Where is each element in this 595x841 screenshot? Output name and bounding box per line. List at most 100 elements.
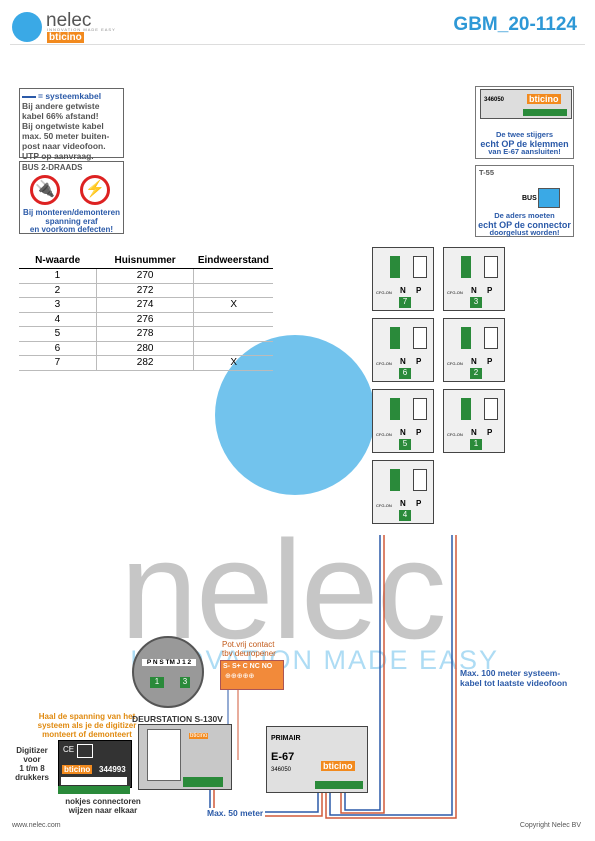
n-label: N: [400, 286, 406, 295]
digitizer-warning-line: monteert of demonteert: [42, 730, 132, 739]
digitizer-terminals: [61, 777, 127, 785]
terminal-zoom-circle: P N S TM J 1 2 1 3: [132, 636, 204, 708]
cfg-label: CFG-ON: [376, 290, 392, 295]
note-line: max. 50 meter buiten-: [22, 131, 110, 141]
p-label: P: [416, 428, 422, 437]
in-out-icon: [77, 744, 93, 758]
max-50-label: Max. 50 meter: [205, 808, 266, 818]
n-value: 3: [470, 297, 482, 308]
relay-title-1: Pot.vrij contact: [222, 640, 275, 649]
riser-cable-red: [325, 535, 457, 819]
phone-handset: [484, 256, 498, 278]
door-station-brand: bticino: [189, 733, 209, 739]
phone-connector: [390, 469, 400, 491]
digitizer-label: Digitizer voor 1 t/m 8 drukkers: [8, 746, 56, 782]
table-cell: 1: [19, 268, 97, 284]
phone-handset: [413, 469, 427, 491]
note-line: UTP op aanvraag.: [22, 151, 94, 161]
phone-handset: [413, 398, 427, 420]
power-note-line: echt OP de klemmen: [480, 138, 569, 149]
table-cell: [193, 326, 273, 342]
e67-power-supply: PRIMAIR E-67 bticino 346050: [266, 726, 368, 793]
nokjes-line: wijzen naar elkaar: [68, 806, 138, 815]
bus-warning-line: en voorkom defecten!: [29, 225, 114, 234]
bus-warning-line: Bij monteren/demonteren: [23, 208, 120, 217]
relay-terminals: S- S+ C NC NO: [223, 663, 273, 670]
riser-cable-blue: [329, 535, 453, 816]
e67-brand: bticino: [321, 761, 355, 771]
dip-switch-2: 3: [180, 677, 190, 688]
cfg-label: CFG-ON: [447, 361, 463, 366]
p-label: P: [487, 428, 493, 437]
n-label: N: [471, 357, 477, 366]
ce-mark: CE: [63, 745, 75, 754]
n-label: N: [400, 499, 406, 508]
phone-connector: [390, 398, 400, 420]
brand-tagline: INNOVATION MADE EASY: [47, 27, 116, 32]
phone-handset: [413, 327, 427, 349]
digitizer-warning-line: Haal de spanning van het: [38, 712, 136, 721]
n-value: 4: [399, 510, 411, 521]
dip-switch-1: 1: [150, 677, 164, 688]
n-label: N: [400, 357, 406, 366]
n-value: 6: [399, 368, 411, 379]
no-voltage-icon: ⚡: [80, 175, 110, 205]
system-cable-title: = systeemkabel: [22, 91, 121, 101]
phone-connector: [461, 398, 471, 420]
header-divider: [10, 44, 585, 45]
cfg-label: CFG-ON: [447, 432, 463, 437]
note-line: Bij andere getwiste: [22, 101, 100, 111]
power-supply-code: 346050: [484, 97, 505, 103]
relay-module: S- S+ C NC NO ⊕⊕⊕⊕⊕: [220, 660, 284, 690]
n-value: 7: [399, 297, 411, 308]
power-note-line: De twee stijgers: [495, 130, 554, 139]
cable-note: Max. 100 meter systeem- kabel tot laatst…: [460, 668, 567, 688]
n-label: N: [400, 428, 406, 437]
bus-warning-line: spanning eraf: [45, 216, 98, 226]
table-cell: 6: [19, 341, 97, 356]
n-label: N: [471, 286, 477, 295]
e67-terminals: [315, 781, 363, 789]
table-header-row: N-waarde Huisnummer Eindweerstand: [19, 253, 273, 269]
table-header-cell: N-waarde: [19, 253, 97, 269]
digitizer-warning: Haal de spanning van het systeem als je …: [22, 712, 152, 739]
n-value: 1: [470, 439, 482, 450]
footer-copyright: Copyright Nelec BV: [519, 822, 581, 829]
e67-name: E-67: [271, 751, 295, 763]
digitizer-label-line: voor: [23, 755, 41, 764]
t55-note-line: echt OP de connector: [478, 219, 571, 230]
table-cell: [193, 341, 273, 356]
nokjes-line: nokjes connectoren: [65, 797, 141, 806]
cfg-label: CFG-ON: [376, 503, 392, 508]
riser-cable-blue-2: [344, 535, 381, 811]
system-cable-note: = systeemkabel Bij andere getwiste kabel…: [19, 88, 124, 161]
no-plug-icon: 🔌: [30, 175, 60, 205]
digitizer-label-line: drukkers: [15, 773, 49, 782]
table-cell: 278: [96, 326, 195, 342]
table-cell: 2: [19, 283, 97, 298]
cfg-label: CFG-ON: [376, 432, 392, 437]
footer-website: www.nelec.com: [12, 822, 61, 829]
door-station-terminal: [183, 777, 223, 787]
door-cable-red: [213, 780, 323, 817]
digitizer-code: 344993: [99, 765, 126, 774]
phone-connector: [390, 256, 400, 278]
table-cell: X: [193, 355, 273, 371]
n-label: N: [471, 428, 477, 437]
phone-handset: [413, 256, 427, 278]
nelec-logo-icon: [12, 12, 42, 42]
t55-bus-label: BUS: [522, 195, 537, 202]
terminal-block: [523, 109, 567, 116]
cfg-label: CFG-ON: [376, 361, 392, 366]
digitizer-brand: bticino: [62, 765, 93, 774]
